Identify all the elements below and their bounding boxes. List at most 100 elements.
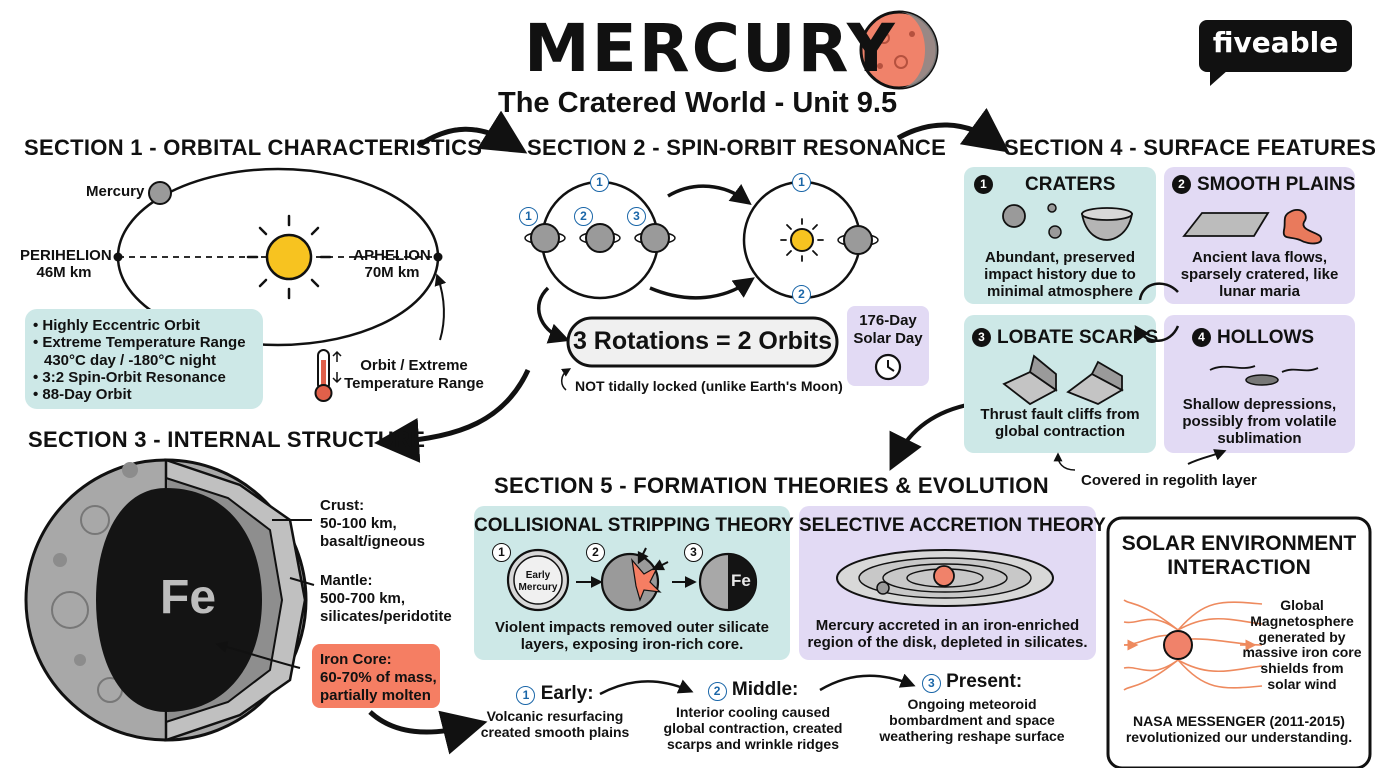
perihelion-value: 46M km — [36, 264, 92, 281]
mercury-position-2 — [579, 223, 621, 253]
plains-text-line: Ancient lava flows, — [1191, 249, 1328, 266]
timeline-early-text: Volcanic resurfacing — [486, 708, 624, 724]
craters-heading: 1 CRATERS — [974, 175, 1115, 194]
section4-heading: SECTION 4 - SURFACE FEATURES — [1004, 135, 1376, 160]
messenger-line: NASA MESSENGER (2011-2015) — [1133, 713, 1345, 729]
timeline-present: 3 Present: Ongoing meteoroid bombardment… — [872, 672, 1072, 744]
section3-heading: SECTION 3 - INTERNAL STRUCTURE — [28, 427, 426, 452]
hollows-text-line: possibly from volatile — [1182, 412, 1337, 430]
equation-pill — [566, 316, 839, 368]
stripped-core-symbol: Fe — [731, 571, 751, 590]
timeline-middle-text: scarps and wrinkle ridges — [667, 735, 839, 752]
orbit-number-1: 1 — [792, 173, 811, 192]
fact-temp-values: 430°C day / -180°C night — [44, 351, 217, 369]
page-title: MERCURY — [524, 10, 897, 87]
solar-day-box — [847, 306, 929, 386]
scarps-box — [964, 315, 1156, 453]
cutaway-planet — [24, 458, 308, 742]
page-subtitle: The Cratered World - Unit 9.5 — [498, 87, 898, 119]
early-mercury-line: Mercury — [518, 581, 558, 593]
collisional-description: Violent impacts removed outer silicate l… — [474, 619, 790, 654]
crust-thickness: 50-100 km, — [320, 515, 397, 532]
plains-heading: 2 SMOOTH PLAINS — [1172, 175, 1355, 194]
magnetosphere-text-line: massive iron core — [1242, 644, 1362, 661]
orbit-note-line2: Temperature Range — [344, 375, 484, 392]
scarps-description: Thrust fault cliffs from global contract… — [964, 406, 1156, 441]
perihelion-label: PERIHELION — [20, 247, 112, 264]
timeline-middle-number: 2 — [707, 682, 727, 701]
arrow-s1-to-s2 — [416, 110, 528, 154]
solar-title-line: INTERACTION — [1167, 555, 1311, 579]
hollows-description: Shallow depressions, possibly from volat… — [1164, 396, 1355, 448]
fiveable-logo — [1199, 20, 1352, 86]
selective-description: Mercury accreted in an iron-enriched reg… — [799, 617, 1096, 652]
craters-text-line: impact history due to — [984, 265, 1136, 283]
section2-heading: SECTION 2 - SPIN-ORBIT RESONANCE — [527, 135, 947, 160]
timeline-middle: 2 Middle: Interior cooling caused global… — [658, 680, 848, 752]
brand-logo-text: fiveable — [1212, 26, 1339, 59]
timeline-present-text: weathering reshape surface — [879, 727, 1065, 744]
clock-icon — [874, 353, 902, 381]
magnetosphere-description: Global Magnetosphere generated by massiv… — [1240, 597, 1364, 693]
craters-illustration — [1002, 203, 1134, 241]
timeline-early-number: 1 — [516, 686, 536, 705]
collision-step-1: 1 — [492, 543, 511, 562]
timeline-present-number: 3 — [921, 674, 941, 693]
accretion-disk-illustration — [836, 549, 1054, 607]
fact-resonance: • 3:2 Spin-Orbit Resonance — [33, 368, 226, 386]
messenger-line: revolutionized our understanding. — [1125, 728, 1353, 745]
fact-orbit-days: • 88-Day Orbit — [33, 386, 132, 403]
mantle-title: Mantle: — [320, 572, 373, 589]
collision-step-2: 2 — [586, 543, 605, 562]
scarps-number-badge: 3 — [972, 328, 991, 347]
timeline-present-text: bombardment and space — [889, 711, 1055, 728]
core-symbol: Fe — [160, 571, 217, 624]
timeline-early-text: created smooth plains — [480, 723, 630, 740]
hollows-illustration — [1209, 365, 1319, 386]
craters-number-badge: 1 — [974, 175, 993, 194]
arrow-s4-to-s5 — [889, 402, 973, 471]
mercury-label: Mercury — [86, 183, 145, 200]
fact-eccentric: • Highly Eccentric Orbit — [33, 317, 200, 334]
position-number-1: 1 — [519, 207, 538, 226]
mercury-orbit-position — [837, 225, 879, 255]
crust-composition: basalt/igneous — [320, 533, 426, 550]
timeline-middle-text: Interior cooling caused — [675, 704, 831, 720]
plains-number-badge: 2 — [1172, 175, 1191, 194]
timeline-present-title: Present: — [946, 671, 1023, 692]
aphelion-value: 70M km — [364, 264, 420, 281]
lava-plains-illustration — [1182, 209, 1323, 245]
cycle-arrow-icon — [1138, 282, 1180, 342]
early-mercury-label: Early Mercury — [508, 570, 568, 593]
mercury-position-3 — [634, 223, 676, 253]
solar-environment-title: SOLAR ENVIRONMENT INTERACTION — [1108, 532, 1370, 579]
mantle-thickness: 500-700 km, — [320, 590, 406, 607]
timeline-middle-title: Middle: — [731, 679, 799, 700]
timeline-present-text: Ongoing meteoroid — [907, 696, 1037, 712]
craters-text-line: Abundant, preserved — [984, 249, 1136, 266]
magnetosphere-text-line: Global — [1280, 597, 1324, 613]
hollows-text-line: Shallow depressions, — [1182, 396, 1337, 413]
selective-text-line: Mercury accreted in an iron-enriched — [815, 617, 1080, 634]
position-number-2: 2 — [574, 207, 593, 226]
crust-title: Crust: — [320, 497, 365, 514]
iron-core-box — [312, 644, 440, 708]
craters-title: CRATERS — [1025, 174, 1116, 195]
magnetosphere-text-line: generated by — [1258, 628, 1346, 645]
regolith-note: Covered in regolith layer — [1081, 472, 1257, 489]
plains-text-line: lunar maria — [1219, 282, 1300, 300]
plains-title: SMOOTH PLAINS — [1197, 174, 1356, 195]
tidal-lock-note: NOT tidally locked (unlike Earth's Moon) — [575, 378, 843, 394]
solar-day-line2: Solar Day — [853, 330, 923, 347]
hollows-title: HOLLOWS — [1217, 327, 1315, 348]
timeline-early-title: Early: — [540, 683, 594, 704]
early-mercury-line: Early — [525, 570, 551, 581]
timeline-early: 1 Early: Volcanic resurfacing created sm… — [470, 684, 640, 741]
plains-description: Ancient lava flows, sparsely cratered, l… — [1164, 249, 1355, 301]
craters-text-line: minimal atmosphere — [987, 282, 1133, 300]
hollows-text-line: sublimation — [1217, 429, 1302, 447]
collisional-text-line: Violent impacts removed outer silicate — [495, 619, 769, 636]
collisional-title: COLLISIONAL STRIPPING THEORY — [474, 515, 794, 536]
